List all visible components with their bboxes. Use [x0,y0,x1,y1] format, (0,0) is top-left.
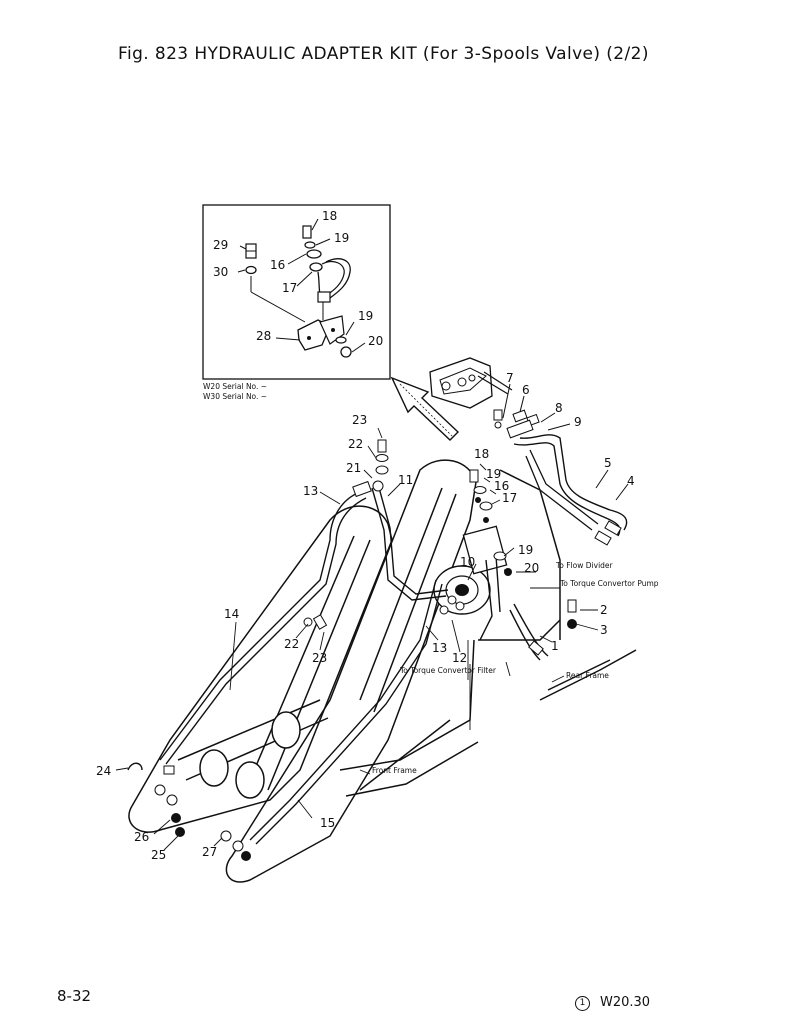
label-to-torque-converter-pump: To Torque Convertor Pump [559,579,659,588]
callout-23-mid: 23 [312,651,327,665]
callout-2: 2 [600,603,608,617]
inset-detail [202,204,391,380]
revision-mark: 1 [575,996,590,1011]
control-valve [429,357,513,409]
model-code: W20.30 [600,995,651,1010]
callout-17: 17 [502,491,517,505]
callout-22-top: 22 [348,437,363,451]
fittings-6-7-8 [493,383,571,439]
callout-7: 7 [506,371,514,385]
hoses-and-pipes [159,483,549,845]
callout-13-left: 13 [303,484,318,498]
callout-30: 30 [213,265,228,279]
loader-boom-frame [128,459,637,883]
callout-23-top: 23 [352,413,367,427]
callout-3: 3 [600,623,608,637]
callout-9: 9 [574,415,582,429]
page-number: 8-32 [57,987,92,1005]
callout-28: 28 [256,329,271,343]
label-front-frame: Front Frame [372,766,417,775]
callout-21: 21 [346,461,361,475]
pipes-4-5 [513,434,629,546]
callout-17-inset: 17 [282,281,297,295]
callout-24: 24 [96,764,111,778]
callout-16-inset: 16 [270,258,285,272]
callout-14: 14 [224,607,239,621]
callout-12: 12 [452,651,467,665]
callout-1: 1 [551,639,559,653]
label-to-torque-converter-filter: To Torque Convertor Filter [399,666,497,675]
callout-18: 18 [474,447,489,461]
callout-8: 8 [555,401,563,415]
callout-10: 10 [460,555,475,569]
callout-15: 15 [320,816,335,830]
callout-19-a: 19 [486,467,501,481]
callout-22-mid: 22 [284,637,299,651]
callout-25: 25 [151,848,166,862]
hose-fittings [127,439,577,861]
callout-5: 5 [604,456,612,470]
label-to-flow-divider: To Flow Divider [555,561,614,570]
callout-26: 26 [134,830,149,844]
callout-19-inset-b: 19 [358,309,373,323]
callout-20-inset: 20 [368,334,383,348]
serial-w30: W30 Serial No. ~ [203,392,267,401]
front-direction-arrow [390,376,460,441]
leader-lines [115,427,599,851]
callout-19-b: 19 [518,543,533,557]
figure-title: Fig. 823 HYDRAULIC ADAPTER KIT (For 3-Sp… [118,44,649,64]
callout-29: 29 [213,238,228,252]
callout-18-inset: 18 [322,209,337,223]
callout-11: 11 [398,473,413,487]
callout-16: 16 [494,479,509,493]
label-rear-frame: Rear Frame [566,671,609,680]
serial-w20: W20 Serial No. ~ [203,382,267,391]
callout-20: 20 [524,561,539,575]
callout-19-inset-a: 19 [334,231,349,245]
callout-4: 4 [627,474,635,488]
callout-6: 6 [522,383,530,397]
footer-model-code: 1 W20.30 [575,995,650,1011]
callout-13-mid: 13 [432,641,447,655]
callout-27: 27 [202,845,217,859]
